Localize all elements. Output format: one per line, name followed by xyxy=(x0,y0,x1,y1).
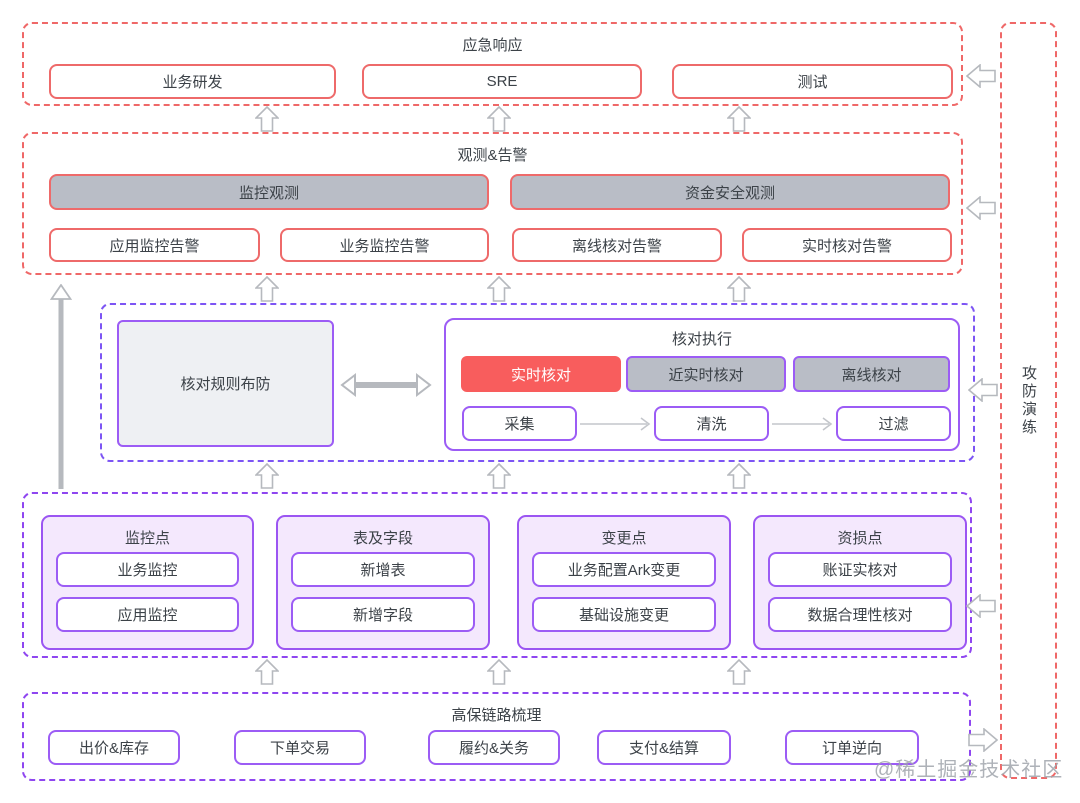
up-arrow-icon xyxy=(255,659,279,685)
up-arrow-icon xyxy=(487,106,511,132)
section-check-layer: 核对规则布防 核对执行 实时核对 近实时核对 离线核对 采集 清洗 过滤 xyxy=(100,303,975,462)
node-offline-check: 离线核对 xyxy=(793,356,950,392)
node-app-monitor: 应用监控 xyxy=(56,597,239,632)
strip-label: 攻防演练 xyxy=(1020,364,1037,437)
up-arrow-icon xyxy=(255,276,279,302)
card-title: 变更点 xyxy=(601,530,647,547)
up-arrow-icon xyxy=(487,659,511,685)
node-bid-inventory: 出价&库存 xyxy=(48,730,180,765)
card-monitor-points: 监控点 业务监控 应用监控 xyxy=(41,515,254,650)
section-attack-defense-drill: 攻防演练 xyxy=(1000,22,1057,779)
node-realtime-check-alert: 实时核对告警 xyxy=(742,228,952,262)
up-arrow-icon xyxy=(727,276,751,302)
node-test: 测试 xyxy=(672,64,953,99)
left-arrow-icon xyxy=(966,196,996,220)
node-order-reverse: 订单逆向 xyxy=(785,730,919,765)
left-arrow-icon xyxy=(968,378,998,402)
up-arrow-icon xyxy=(727,463,751,489)
up-arrow-icon xyxy=(255,106,279,132)
up-arrow-icon xyxy=(487,276,511,302)
left-arrow-icon xyxy=(966,594,996,618)
flow-arrow-icon xyxy=(772,417,833,431)
node-pay-settle: 支付&结算 xyxy=(597,730,731,765)
node-business-dev: 业务研发 xyxy=(49,64,336,99)
node-new-field: 新增字段 xyxy=(291,597,475,632)
section-risk-points: 监控点 业务监控 应用监控 表及字段 新增表 新增字段 变更点 业务配置Ark变… xyxy=(22,492,972,658)
section-emergency-response: 应急响应 业务研发 SRE 测试 xyxy=(22,22,963,106)
watermark: @稀土掘金技术社区 xyxy=(874,759,1064,781)
node-ark-config-change: 业务配置Ark变更 xyxy=(532,552,716,587)
card-title: 资损点 xyxy=(837,530,883,547)
up-arrow-icon xyxy=(727,659,751,685)
section-title: 观测&告警 xyxy=(457,147,528,164)
up-arrow-icon xyxy=(727,106,751,132)
node-collect: 采集 xyxy=(462,406,577,441)
node-sre: SRE xyxy=(362,64,642,99)
node-clean: 清洗 xyxy=(654,406,769,441)
node-check-execution: 核对执行 实时核对 近实时核对 离线核对 采集 清洗 过滤 xyxy=(444,318,960,451)
card-loss-points: 资损点 账证实核对 数据合理性核对 xyxy=(753,515,967,650)
node-realtime-check: 实时核对 xyxy=(461,356,621,392)
section-title: 应急响应 xyxy=(462,37,523,54)
up-arrow-icon xyxy=(255,463,279,489)
node-account-cert-check: 账证实核对 xyxy=(768,552,952,587)
node-monitor-observe: 监控观测 xyxy=(49,174,489,210)
exec-title: 核对执行 xyxy=(671,331,732,348)
card-title: 表及字段 xyxy=(352,530,413,547)
section-observe-alert: 观测&告警 监控观测 资金安全观测 应用监控告警 业务监控告警 离线核对告警 实… xyxy=(22,132,963,275)
flow-arrow-icon xyxy=(580,417,651,431)
up-arrow-icon xyxy=(487,463,511,489)
node-business-monitor: 业务监控 xyxy=(56,552,239,587)
card-change-points: 变更点 业务配置Ark变更 基础设施变更 xyxy=(517,515,731,650)
node-app-monitor-alert: 应用监控告警 xyxy=(49,228,260,262)
node-offline-check-alert: 离线核对告警 xyxy=(512,228,722,262)
card-title: 监控点 xyxy=(124,530,170,547)
node-check-rule-deploy: 核对规则布防 xyxy=(117,320,334,447)
section-title: 高保链路梳理 xyxy=(451,707,542,724)
right-arrow-icon xyxy=(968,728,998,752)
card-tables-fields: 表及字段 新增表 新增字段 xyxy=(276,515,490,650)
node-data-reasonable-check: 数据合理性核对 xyxy=(768,597,952,632)
node-order-trade: 下单交易 xyxy=(234,730,366,765)
double-headed-arrow-icon xyxy=(340,372,432,398)
tall-up-arrow-icon xyxy=(50,284,72,489)
node-fulfillment-customs: 履约&关务 xyxy=(428,730,560,765)
node-business-monitor-alert: 业务监控告警 xyxy=(280,228,489,262)
node-filter: 过滤 xyxy=(836,406,951,441)
node-new-table: 新增表 xyxy=(291,552,475,587)
section-chain-sorting: 高保链路梳理 出价&库存 下单交易 履约&关务 支付&结算 订单逆向 xyxy=(22,692,971,781)
left-arrow-icon xyxy=(966,64,996,88)
node-near-realtime-check: 近实时核对 xyxy=(626,356,786,392)
node-infra-change: 基础设施变更 xyxy=(532,597,716,632)
node-fund-security-observe: 资金安全观测 xyxy=(510,174,950,210)
